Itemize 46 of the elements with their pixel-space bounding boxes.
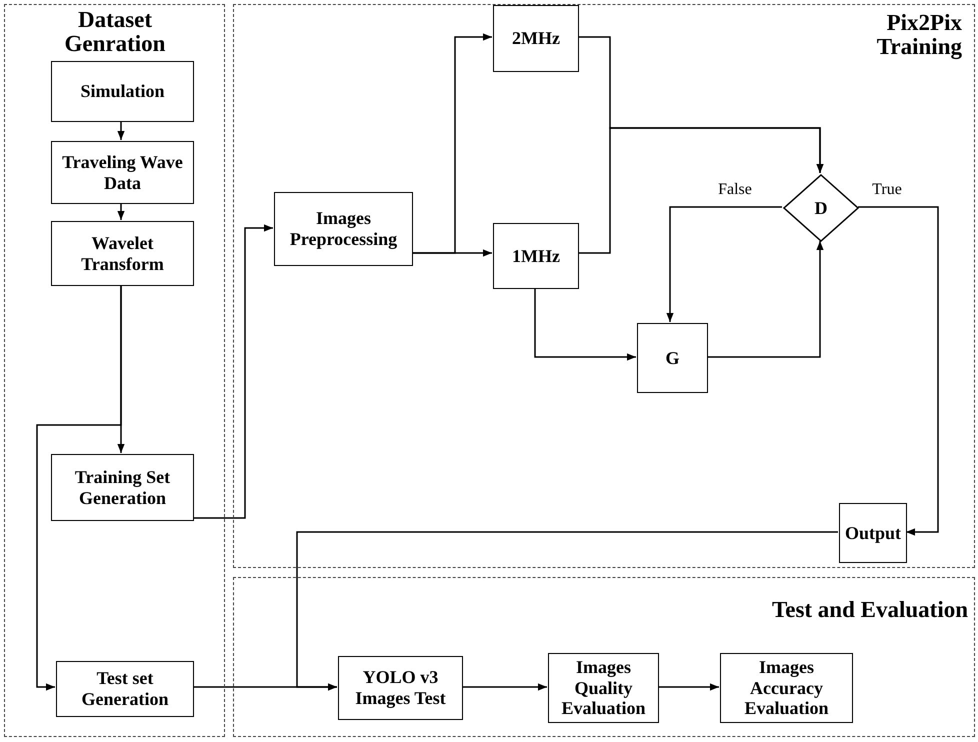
arrow	[117, 121, 125, 140]
group-panel	[233, 4, 975, 568]
arrow	[666, 206, 782, 322]
arrow	[578, 127, 824, 254]
arrow	[117, 203, 125, 220]
arrow	[858, 206, 939, 536]
arrow	[193, 224, 273, 519]
box-label: Output	[844, 522, 902, 545]
group-panel	[233, 577, 975, 737]
box-label: Traveling Wave Data	[61, 150, 184, 194]
process-box	[51, 454, 194, 521]
process-box	[51, 61, 194, 122]
arrow	[412, 249, 492, 257]
box-label: YOLO v3 Images Test	[354, 666, 447, 710]
group-panel	[4, 4, 225, 737]
arrow	[462, 683, 547, 691]
box-label: Wavelet Transform	[80, 232, 165, 276]
box-label: 2MHz	[511, 27, 561, 50]
arrow	[193, 683, 337, 691]
process-box	[493, 223, 579, 289]
arrow	[707, 241, 824, 358]
process-box	[51, 141, 194, 204]
process-box	[493, 5, 579, 72]
box-label: Images Preprocessing	[288, 207, 398, 251]
box-label: Test set Generation	[80, 667, 170, 711]
process-box	[839, 503, 907, 563]
box-label: Simulation	[79, 80, 166, 104]
box-label: D	[814, 196, 828, 220]
process-box	[51, 221, 194, 286]
box-label: G	[664, 346, 680, 370]
process-box	[274, 192, 413, 266]
box-label: Images Accuracy Evaluation	[743, 656, 830, 720]
box-label: Training Set Generation	[74, 466, 172, 510]
group-title: Dataset Genration	[64, 8, 166, 56]
process-box	[56, 661, 194, 717]
process-box	[548, 653, 659, 723]
box-label: 1MHz	[511, 244, 561, 268]
arrow	[36, 285, 122, 691]
box-label: Images Quality Evaluation	[560, 656, 647, 720]
arrow	[534, 288, 636, 361]
arrow	[658, 683, 719, 691]
group-title: Test and Evaluation	[771, 598, 968, 622]
process-box	[720, 653, 853, 723]
process-box	[637, 323, 708, 393]
group-title: Pix2Pix Training	[876, 11, 962, 60]
process-box	[338, 656, 463, 720]
